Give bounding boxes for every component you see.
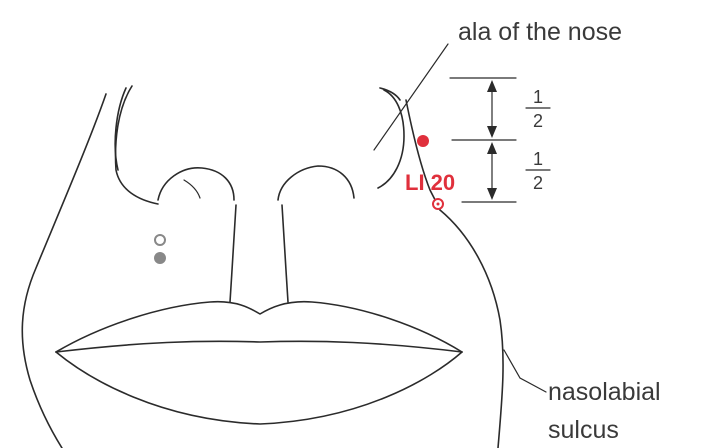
upper-fraction-numerator: 1 (533, 87, 543, 107)
philtrum-left (229, 204, 237, 303)
lower-arrow-head-bottom (487, 188, 497, 200)
right-cheek-line (439, 209, 504, 448)
reference-point-open (154, 234, 166, 246)
left-nasolabial-upper (114, 85, 159, 205)
left-cheek-line (21, 93, 107, 448)
left-nostril-inner (183, 179, 201, 199)
left-ala (114, 87, 127, 171)
upper-fraction-denominator: 2 (533, 111, 543, 131)
upper-arrow-head-top (487, 80, 497, 92)
lip-line (55, 340, 463, 353)
upper-arrow-head-bottom (487, 126, 497, 138)
upper-lip (55, 300, 463, 353)
nasolabial-leader-line (503, 349, 547, 393)
li20-point (417, 135, 429, 147)
lower-arrow-head-top (487, 142, 497, 154)
ala-leader-line (373, 43, 449, 151)
lower-fraction-numerator: 1 (533, 149, 543, 169)
ala-label: ala of the nose (458, 18, 622, 46)
lower-fraction-denominator: 2 (533, 173, 543, 193)
right-ala (377, 89, 405, 189)
left-nostril (157, 167, 235, 201)
point-label: LI 20 (405, 170, 455, 195)
right-nostril (277, 165, 355, 201)
reference-point-filled (154, 252, 166, 264)
right-ala-top (379, 87, 401, 101)
lower-lip (55, 351, 463, 425)
li20-lower-marker-dot (436, 202, 440, 206)
nasolabial-label-line1: nasolabial (548, 378, 661, 406)
nasolabial-label-line2: sulcus (548, 416, 619, 444)
philtrum-right (281, 204, 289, 303)
